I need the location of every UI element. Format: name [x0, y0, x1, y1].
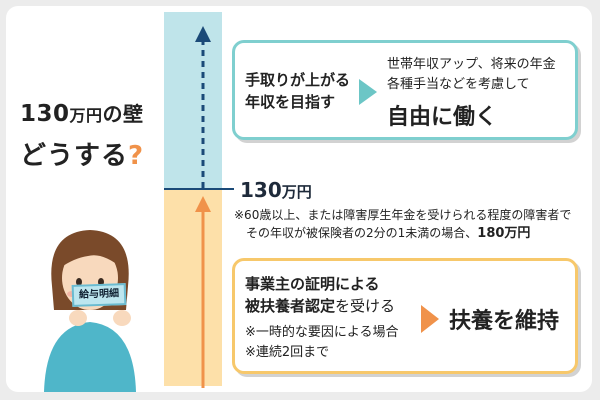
teal-chevron-icon — [359, 79, 377, 105]
lower-zone — [164, 190, 222, 386]
title-line2: どうする? — [20, 141, 145, 171]
woman-illustration — [44, 230, 136, 392]
upper-zone — [164, 12, 222, 188]
lower-box-left-text: 事業主の証明による 被扶養者認定を受ける ※一時的な要因による場合 ※連続2回ま… — [245, 275, 399, 360]
threshold-note: ※60歳以上、または障害厚生年金を受けられる程度の障害者で その年収が被保険者の… — [234, 208, 572, 241]
payslip-card: 給与明細 — [71, 283, 127, 307]
upper-box-right-text: 世帯年収アップ、将来の年金 各種手当などを考慮して 自由に働く — [387, 57, 556, 130]
body — [44, 322, 136, 392]
title-line1: 130万円の壁 — [20, 101, 144, 127]
upper-info-box: 手取りが上がる 年収を目指す 世帯年収アップ、将来の年金 各種手当などを考慮して… — [232, 40, 578, 140]
hair-bangs — [60, 236, 122, 268]
threshold-line — [164, 188, 234, 190]
navy-arrow-head — [195, 26, 211, 42]
orange-chevron-icon — [421, 305, 439, 333]
upper-box-left-text: 手取りが上がる 年収を目指す — [245, 71, 351, 111]
left-hand — [69, 310, 87, 326]
lower-box-result: 扶養を維持 — [449, 309, 560, 334]
vertical-arrows — [195, 26, 211, 388]
question-mark: ? — [128, 141, 145, 171]
orange-arrow-head — [195, 196, 211, 212]
lower-info-box: 事業主の証明による 被扶養者認定を受ける ※一時的な要因による場合 ※連続2回ま… — [232, 258, 578, 374]
right-hand — [113, 310, 131, 326]
threshold-label: 130万円 — [240, 178, 312, 202]
